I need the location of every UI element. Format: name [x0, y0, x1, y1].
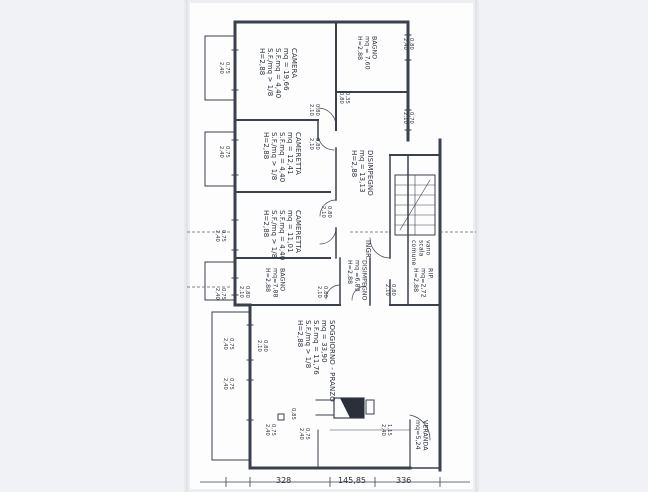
door-cameretta-annotation: 0,80 2,10: [308, 138, 320, 150]
window-bagno-annotation: 0,80 2,40: [402, 38, 414, 50]
room-veranda-label: VERANDA mq=5,24: [414, 420, 429, 451]
room-ripostiglio-label: RIP. mq=2,72 H=2,88: [412, 268, 434, 298]
door-bagno-annotation: 0,70 2,10: [402, 112, 414, 124]
room-camera-label: CAMERA mq = 19,66 S.F.mq = 4,40 S.F./mq …: [258, 48, 298, 99]
door-ingresso-annotation: 0,80 2,10: [384, 284, 396, 296]
paper-sheet: [187, 0, 476, 492]
door-rip-annotation: 0,80 2,10: [316, 286, 328, 298]
window-soggiorno-e-annotation: 0,75 2,40: [298, 428, 310, 440]
dimension-145-85: 145,85: [338, 476, 366, 485]
room-cameretta-label: CAMERETTA mq = 12,41 S.F.mq = 4,40 S.F./…: [262, 132, 302, 183]
door-bagno-small-annotation: 0,35 0,80: [338, 92, 350, 104]
room-bagno2-label: BAGNO mq=7,88 H=2,88: [264, 268, 286, 298]
window-soggiorno-1-annotation: 0,75 2,40: [222, 338, 234, 350]
room-ingresso-label: INGR.: [364, 240, 372, 261]
room-vano-scala-label: vano scala comune: [410, 240, 432, 266]
window-soggiorno-c-annotation: 0,75 2,40: [264, 424, 276, 436]
room-cameretta2-label: CAMERETTA mq = 11,01 S.F.mq = 4,40 S.F./…: [262, 210, 302, 261]
dimension-336: 336: [396, 476, 412, 485]
walls: [204, 20, 442, 472]
dashed-outline: [187, 231, 476, 288]
window-cameretta-annotation: 0,75 2,40: [218, 146, 230, 158]
door-bagno2-annotation: 0,80 2,10: [238, 286, 250, 298]
room-soggiorno-label: SOGGIORNO - PRANZO mq = 33,90 S.F.mq = 1…: [296, 320, 336, 402]
door-camera-annotation: 0,80 2,10: [308, 104, 320, 116]
window-soggiorno-2-annotation: 0,75 2,40: [222, 378, 234, 390]
room-disimpegno2-label: DISIMPEGNO mq =6,83 H=2,88: [346, 260, 368, 301]
window-cameretta2-annotation: 0,75 2,40: [214, 230, 226, 242]
window-soggiorno-a-annotation: 0,80 2,10: [256, 340, 268, 352]
window-soggiorno-d-annotation: 1,15 2,40: [380, 424, 392, 436]
dimension-line: [200, 477, 470, 487]
dimension-328: 328: [276, 476, 292, 485]
room-bagno-label: BAGNO mq = 7,60 H=2,88: [356, 36, 378, 70]
door-cameretta2-annotation: 0,80 2,10: [320, 206, 332, 218]
room-disimpegno-label: DISIMPEGNO mq = 13,13 H=2,88: [350, 150, 374, 196]
window-bagno2-annotation: 0,75 2,40: [214, 288, 226, 300]
window-soggiorno-b-annotation: 0,85: [290, 408, 296, 420]
window-camera-annotation: 0,75 2,40: [218, 62, 230, 74]
